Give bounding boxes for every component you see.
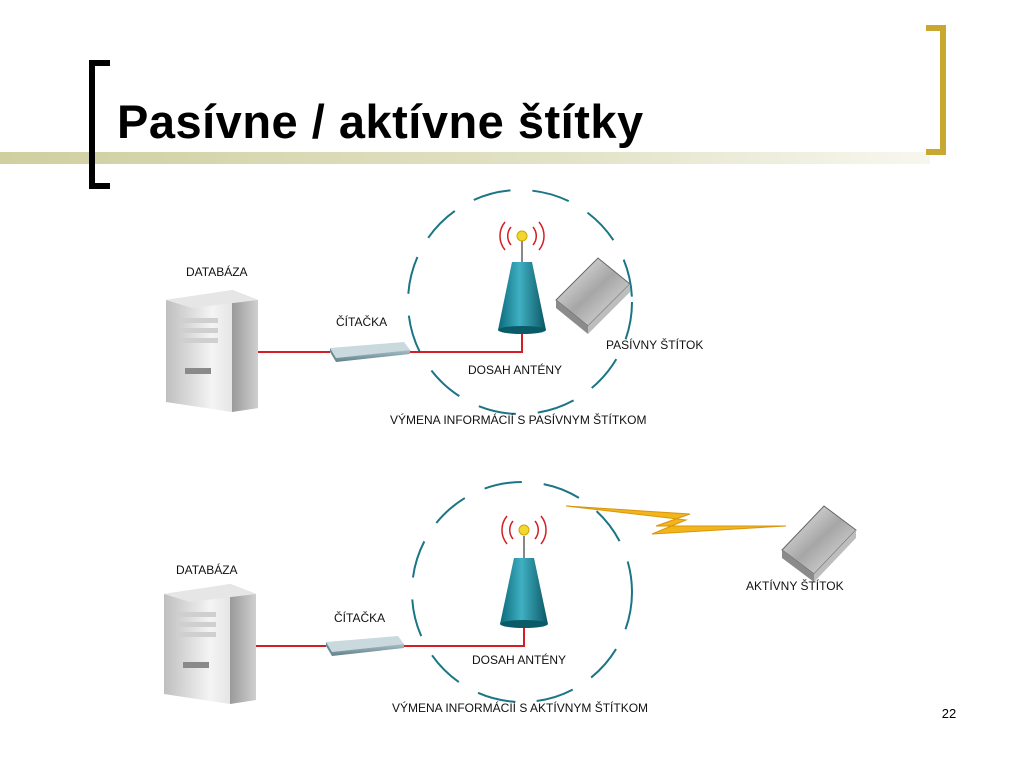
title-band [0,152,930,164]
reader-label: ČÍTAČKA [334,610,385,625]
diagram-caption: VÝMENA INFORMÁCIÍ S PASÍVNYM ŠTÍTKOM [390,412,646,427]
server-icon [166,290,258,412]
server-icon [164,584,256,704]
reader-label: ČÍTAČKA [336,314,387,329]
antenna-range-label: DOSAH ANTÉNY [472,652,566,667]
tag-icon [781,505,857,582]
antenna-range-circle [411,481,633,703]
database-label: DATABÁZA [176,562,238,577]
tag-label: AKTÍVNY ŠTÍTOK [746,578,844,593]
reader-device-icon [330,342,410,362]
lightning-icon [565,505,787,535]
antenna-range-label: DOSAH ANTÉNY [468,362,562,377]
right-bracket [926,25,946,155]
antenna-range-circle [407,189,633,415]
slide-title: Pasívne / aktívne štítky [117,95,644,148]
left-bracket [89,60,110,189]
page-number: 22 [941,706,957,721]
reader-antenna-link [404,628,525,647]
tag-icon [555,257,631,334]
reader-device-icon [326,636,404,656]
database-label: DATABÁZA [186,264,248,279]
tag-label: PASÍVNY ŠTÍTOK [606,337,703,352]
reader-antenna-link [410,326,523,353]
antenna-icon [498,221,546,334]
diagram-caption: VÝMENA INFORMÁCIÍ S AKTÍVNYM ŠTÍTKOM [392,700,648,715]
antenna-icon [500,515,548,628]
